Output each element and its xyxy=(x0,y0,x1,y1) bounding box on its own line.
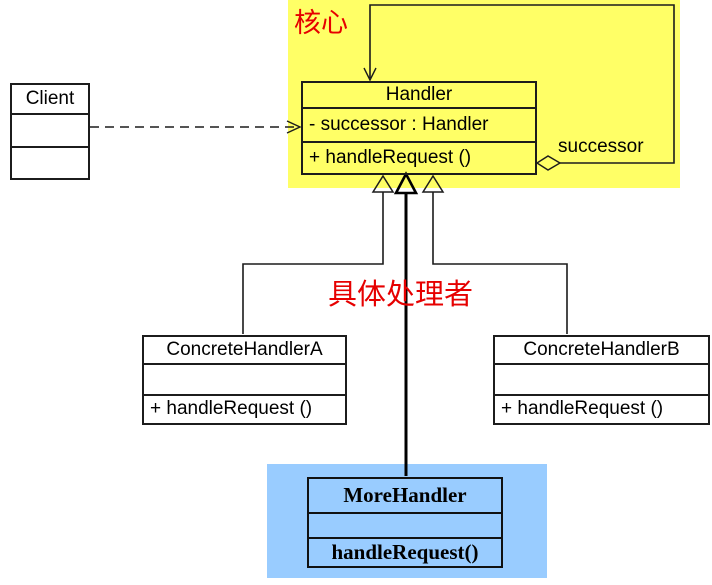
class-handler-name: Handler xyxy=(303,83,535,109)
generalization-triangle-icon-a xyxy=(371,174,395,193)
class-concrete-handler-a[interactable]: ConcreteHandlerA + handleRequest () xyxy=(142,335,347,425)
class-concrete-b-method: + handleRequest () xyxy=(501,398,664,420)
class-more-handler-name: MoreHandler xyxy=(309,479,501,514)
successor-association-label: successor xyxy=(558,136,644,157)
core-annotation-label: 核心 xyxy=(294,8,348,38)
class-concrete-b-name: ConcreteHandlerB xyxy=(495,337,708,365)
class-concrete-a-attributes xyxy=(144,365,345,396)
generalization-triangle-icon-b xyxy=(421,174,445,193)
generalization-triangle-icon-more xyxy=(393,171,419,195)
class-handler-method: + handleRequest () xyxy=(309,146,472,168)
class-client-methods xyxy=(12,148,88,179)
class-more-handler[interactable]: MoreHandler handleRequest() xyxy=(307,477,503,568)
self-association-line-successor xyxy=(369,4,675,164)
generalization-line-concrete-b xyxy=(432,192,568,334)
class-handler-attribute: - successor : Handler xyxy=(303,109,535,143)
aggregation-diamond-icon xyxy=(535,155,562,171)
dependency-open-arrowhead-icon xyxy=(286,120,302,134)
association-open-arrowhead-icon xyxy=(363,67,377,82)
more-handler-highlight-region xyxy=(267,464,547,578)
concrete-handlers-annotation-label: 具体处理者 xyxy=(328,279,474,311)
class-concrete-handler-b[interactable]: ConcreteHandlerB + handleRequest () xyxy=(493,335,710,425)
class-client[interactable]: Client xyxy=(10,83,90,180)
class-more-handler-method: handleRequest() xyxy=(331,539,479,564)
class-concrete-a-method: + handleRequest () xyxy=(150,398,313,420)
class-handler[interactable]: Handler - successor : Handler + handleRe… xyxy=(301,81,537,175)
class-more-handler-attributes xyxy=(309,514,501,539)
class-client-attributes xyxy=(12,115,88,148)
class-concrete-b-attributes xyxy=(495,365,708,396)
generalization-line-concrete-a xyxy=(242,192,384,334)
core-highlight-region xyxy=(288,0,680,188)
class-concrete-a-name: ConcreteHandlerA xyxy=(144,337,345,365)
class-client-name: Client xyxy=(12,85,88,115)
